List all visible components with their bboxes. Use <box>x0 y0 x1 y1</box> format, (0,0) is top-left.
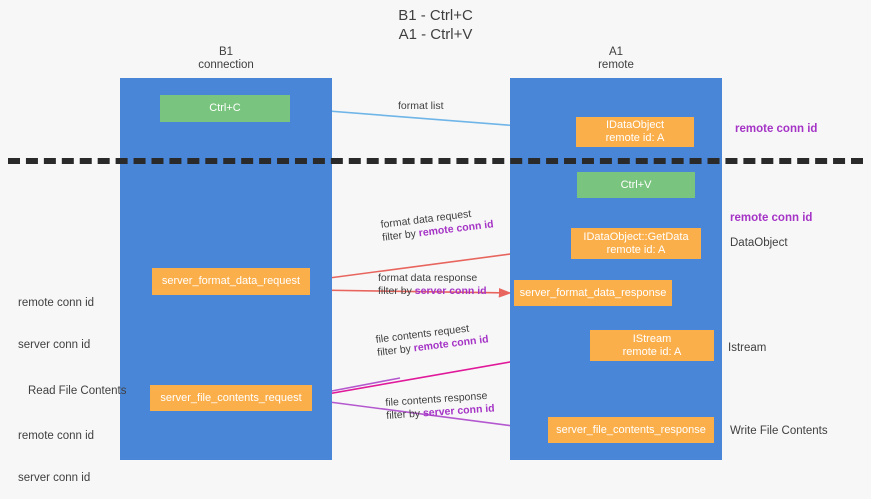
side-label-write-file-contents: Write File Contents <box>730 425 828 437</box>
side-label-remote-conn-id-top: remote conn id <box>735 123 818 135</box>
node-istream-name: IStream <box>632 332 672 345</box>
node-getdata-remote-id: remote id: A <box>606 243 666 256</box>
filter-prefix: filter by <box>385 407 424 422</box>
side-label-remote-conn-id-left-mid: remote conn id <box>18 297 95 309</box>
node-server-format-data-request[interactable]: server_format_data_request <box>152 268 310 295</box>
side-label-read-file-contents: Read File Contents <box>28 385 127 397</box>
arrow-format-data-response <box>311 288 512 298</box>
node-getdata-name: IDataObject::GetData <box>583 230 689 243</box>
phase-divider <box>8 158 863 164</box>
side-label-conn-ids-bottom: remote conn id server conn id <box>18 401 94 499</box>
arrow-file-contents-response <box>313 399 546 434</box>
node-ctrl-v-label: Ctrl+V <box>620 178 652 191</box>
node-idataobject[interactable]: IDataObject remote id: A <box>576 117 694 147</box>
side-label-istream: Istream <box>728 342 767 354</box>
node-istream[interactable]: IStream remote id: A <box>590 330 714 361</box>
column-header-b1: B1 connection <box>198 46 254 71</box>
edge-label-format-data-response-filter: filter by server conn id <box>378 285 487 298</box>
node-server-file-contents-request-label: server_file_contents_request <box>160 391 302 404</box>
node-server-format-data-response[interactable]: server_format_data_response <box>514 280 672 306</box>
page-title: B1 - Ctrl+C A1 - Ctrl+V <box>398 7 473 43</box>
node-istream-remote-id: remote id: A <box>622 345 682 358</box>
side-label-server-conn-id-left-bottom: server conn id <box>18 472 91 484</box>
side-label-server-conn-id-left-mid: server conn id <box>18 339 91 351</box>
node-idataobject-remote-id: remote id: A <box>605 132 665 144</box>
node-idataobject-name: IDataObject <box>605 119 665 131</box>
node-server-file-contents-response-label: server_file_contents_response <box>556 423 706 436</box>
node-ctrl-c[interactable]: Ctrl+C <box>160 95 290 122</box>
side-label-conn-ids-mid: remote conn id server conn id <box>18 268 94 366</box>
node-server-format-data-response-label: server_format_data_response <box>519 286 667 299</box>
node-ctrl-c-label: Ctrl+C <box>209 102 241 114</box>
node-idataobject-getdata[interactable]: IDataObject::GetData remote id: A <box>571 228 701 259</box>
node-ctrl-v[interactable]: Ctrl+V <box>577 172 695 198</box>
node-server-file-contents-response[interactable]: server_file_contents_response <box>548 417 714 443</box>
edge-label-format-data-response: format data response filter by server co… <box>378 272 487 298</box>
node-server-format-data-request-label: server_format_data_request <box>161 275 301 287</box>
edge-label-format-list-text: format list <box>398 100 444 112</box>
side-label-remote-conn-id-mid: remote conn id <box>730 212 813 224</box>
filter-key-server-conn-id: server conn id <box>414 285 487 297</box>
edge-label-format-data-response-title: format data response <box>378 272 478 284</box>
filter-prefix: filter by <box>378 285 415 297</box>
edge-label-format-list: format list <box>398 100 444 113</box>
side-label-remote-conn-id-left-bottom: remote conn id <box>18 430 95 442</box>
column-header-a1: A1 remote <box>598 46 634 71</box>
side-label-dataobject: DataObject <box>730 237 788 249</box>
node-server-file-contents-request[interactable]: server_file_contents_request <box>150 385 312 411</box>
